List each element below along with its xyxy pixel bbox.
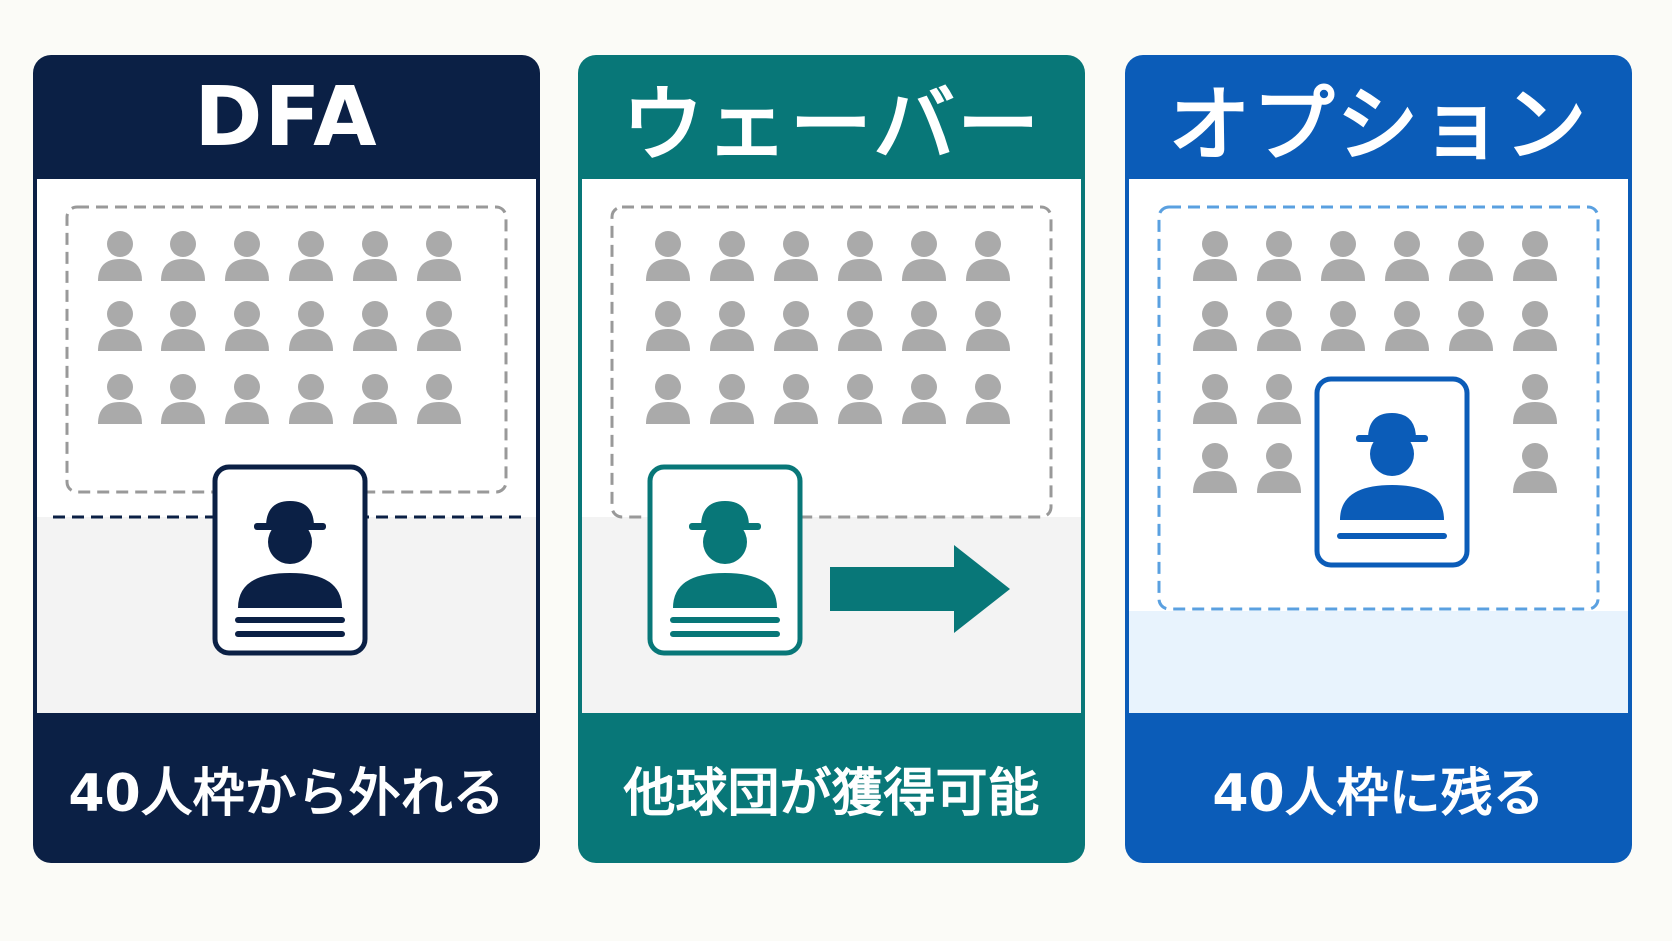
player-card-icon (1314, 376, 1470, 568)
waiver-panel-caption: 他球団が獲得可能 (623, 763, 1040, 824)
arrow-right-icon (830, 545, 1010, 633)
roster-silhouettes (1193, 231, 1557, 493)
option-panel-title: オプション (1168, 77, 1589, 173)
player-card-icon (647, 464, 803, 656)
waiver-panel: ウェーバー (578, 55, 1085, 863)
waiver-panel-title: ウェーバー (621, 77, 1042, 173)
roster-silhouettes (646, 231, 1010, 424)
dfa-panel-illustration (37, 179, 536, 713)
option-panel: オプション (1125, 55, 1632, 863)
dfa-panel: DFA (33, 55, 540, 863)
option-panel-caption: 40人枠に残る (1212, 763, 1545, 824)
roster-boundary (1157, 205, 1600, 611)
waiver-panel-illustration (582, 179, 1081, 713)
dfa-panel-caption: 40人枠から外れる (68, 763, 505, 824)
roster-boundary (65, 205, 508, 494)
below-roster-zone (1129, 611, 1628, 713)
player-card-icon (212, 464, 368, 656)
roster-silhouettes (98, 231, 461, 424)
dfa-panel-title: DFA (194, 69, 379, 165)
roster-boundary (610, 205, 1053, 519)
option-panel-illustration (1129, 179, 1628, 713)
